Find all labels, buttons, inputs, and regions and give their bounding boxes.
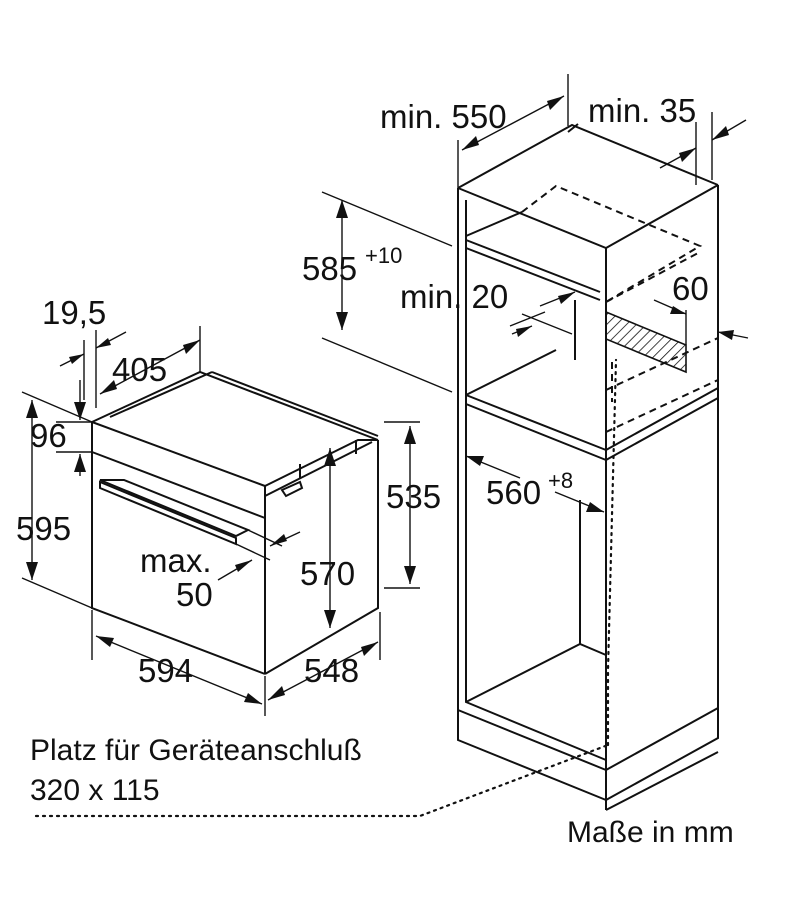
label-oven-total-depth: 548 bbox=[304, 652, 359, 689]
oven bbox=[91, 370, 379, 675]
label-body-height: 535 bbox=[386, 478, 441, 515]
label-cabinet-depth: min. 550 bbox=[380, 98, 507, 135]
label-front-thickness: 19,5 bbox=[42, 294, 106, 331]
label-niche-width: 560 bbox=[486, 474, 541, 511]
label-handle-value: 50 bbox=[176, 576, 213, 613]
label-body-depth: 405 bbox=[112, 351, 167, 388]
connection-note-line1: Platz für Geräteanschluß bbox=[30, 734, 362, 767]
label-inner-height: 570 bbox=[300, 555, 355, 592]
dimension-labels: min. 550 min. 35 585 +10 min. 20 60 560 … bbox=[16, 92, 709, 689]
label-side-gap: min. 35 bbox=[588, 92, 696, 129]
label-handle-prefix: max. bbox=[140, 542, 212, 579]
notes: Platz für Geräteanschluß 320 x 115 Maße … bbox=[30, 734, 734, 849]
label-oven-height: 595 bbox=[16, 510, 71, 547]
label-top-offset: 96 bbox=[30, 417, 67, 454]
label-oven-width: 594 bbox=[138, 652, 193, 689]
tall-cabinet bbox=[34, 123, 719, 818]
label-niche-width-tolerance: +8 bbox=[548, 468, 573, 493]
label-niche-height-tolerance: +10 bbox=[365, 243, 402, 268]
label-rear-gap: min. 20 bbox=[400, 278, 508, 315]
connection-note-line2: 320 x 115 bbox=[30, 774, 160, 807]
label-niche-height: 585 bbox=[302, 250, 357, 287]
label-vent-depth: 60 bbox=[672, 270, 709, 307]
units-note: Maße in mm bbox=[567, 816, 734, 849]
dimension-lines bbox=[21, 74, 749, 716]
